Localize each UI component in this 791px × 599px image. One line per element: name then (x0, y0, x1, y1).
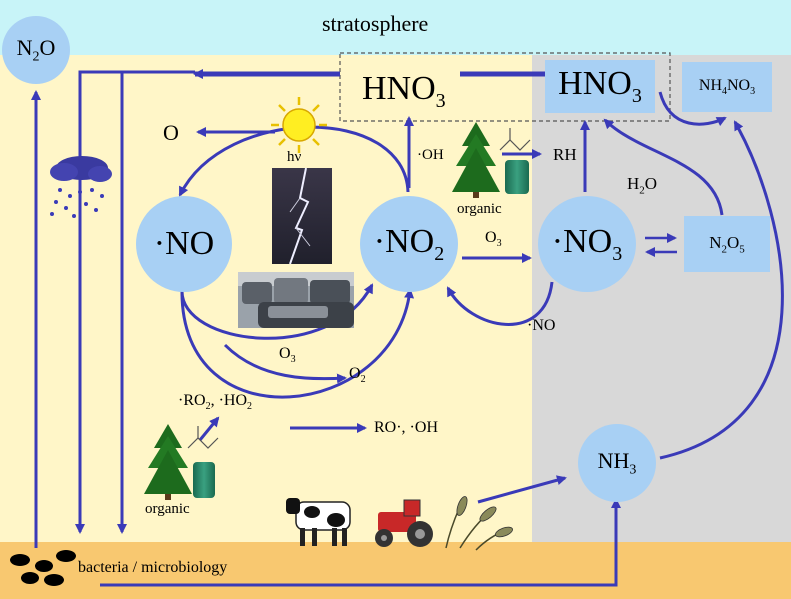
rh-label: RH (553, 145, 577, 164)
o3-mid-sub: 3 (496, 238, 502, 250)
no3-sub: 3 (612, 242, 623, 265)
no-node: ·NO (136, 196, 232, 292)
no3-to-no2-arc (446, 281, 554, 326)
organic-bottom-label: organic (145, 501, 190, 517)
o-atom-label: O (163, 120, 179, 145)
o2-label: O2 (349, 366, 366, 385)
h2o-a: H (627, 174, 640, 193)
no3-node: ·NO3 (538, 196, 636, 292)
n2o5-b: O (727, 232, 740, 252)
n2o-o: O (39, 34, 56, 60)
nh4no3-node: NH4NO3 (682, 62, 772, 112)
h2o-b: O (644, 174, 658, 193)
hv-label: hν (287, 149, 302, 165)
traffic-icon (238, 272, 354, 328)
o2-main: O (349, 365, 361, 382)
nh3-node: NH3 (578, 424, 656, 502)
n2o-sub: 2 (32, 49, 40, 65)
o3-mid-main: O (485, 229, 497, 246)
n2o5-to-hno3-arrow (603, 118, 724, 216)
organic-top-label: organic (457, 201, 502, 217)
o3-low-label: O3 (279, 346, 296, 365)
no2-node: ·NO2 (360, 196, 458, 292)
h2o-label: H2O (627, 175, 657, 196)
nh4no3-b: NO (727, 76, 751, 94)
n2o5-s1: 2 (721, 243, 728, 256)
oil-barrel-icon-bottom (193, 462, 215, 498)
hno3-right-node: HNO3 (545, 60, 655, 113)
nh3-sub: 3 (629, 462, 637, 478)
o3-to-o2-arrow (223, 343, 347, 384)
oil-barrel-icon (505, 160, 529, 194)
hno3-left-node: HNO3 (362, 72, 446, 111)
bacteria-label: bacteria / microbiology (78, 559, 228, 576)
ro2-a: ·RO (178, 392, 206, 409)
o3-mid-label: O3 (485, 230, 502, 249)
no-return-label: ·NO (527, 317, 556, 334)
ro2-b: , ·HO (210, 392, 247, 409)
no-label: ·NO (153, 225, 215, 262)
ro2-ho2-label: ·RO2, ·HO2 (178, 393, 252, 412)
n2o5-s2: 5 (739, 243, 745, 256)
no3-main: ·NO (551, 222, 613, 260)
ro2-loop (180, 288, 415, 399)
ro2-s1: 2 (205, 401, 211, 413)
hno3-right-sub: 3 (631, 84, 642, 107)
hno3-left-main: HNO (362, 70, 436, 107)
o3-low-main: O (279, 345, 291, 362)
nh4no3-a: NH (698, 76, 722, 94)
hno3-left-sub: 3 (435, 89, 446, 112)
nh3-to-nh4no3-arrow (659, 120, 784, 460)
ro2-s2: 2 (247, 401, 252, 413)
nh4no3-s1: 4 (722, 86, 727, 98)
nh4no3-s2: 3 (750, 86, 756, 98)
n2o5-a: N (709, 232, 722, 252)
n2o-n: N (16, 34, 33, 60)
bacteria-to-nh3-arrow (100, 498, 621, 587)
ro-oh-label: RO·, ·OH (374, 419, 438, 436)
h2o-s: 2 (639, 184, 645, 197)
organic-to-ro2-arrow (198, 416, 220, 441)
no2-sub: 2 (434, 242, 445, 265)
hno3-dashed-box (339, 52, 671, 122)
deposition-line-outer (75, 70, 195, 534)
o3-low-sub: 3 (290, 354, 296, 366)
n2o-node: N2O (2, 16, 70, 84)
n2o5-node: N2O5 (684, 216, 770, 272)
oh-label: ·OH (417, 147, 444, 163)
nh3-main: NH (597, 447, 630, 473)
ground-band (0, 542, 791, 599)
agriculture-to-nh3-arrow (477, 475, 567, 504)
o2-sub: 2 (360, 374, 366, 386)
stratosphere-label: stratosphere (322, 11, 429, 36)
hno3-right-main: HNO (558, 65, 632, 103)
stratosphere-band (0, 0, 791, 55)
no2-main: ·NO (373, 222, 435, 260)
hno3-to-nh4no3-arrow (658, 91, 727, 127)
lightning-icon (272, 168, 332, 264)
